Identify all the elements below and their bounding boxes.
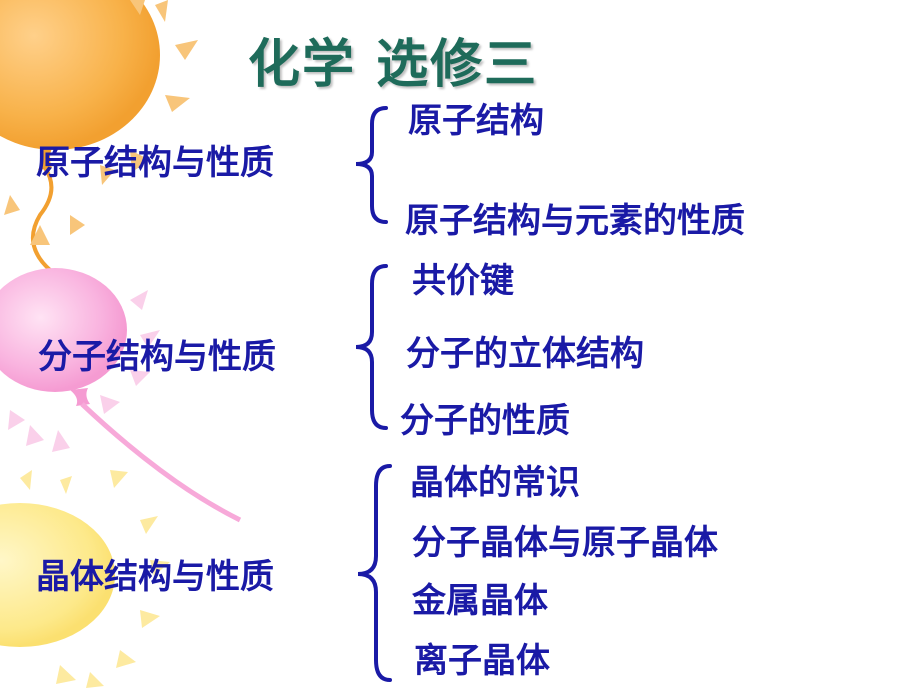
orange-balloon [0,0,198,272]
section-label-molecular-structure: 分子结构与性质 [38,337,276,377]
item-covalent-bond: 共价键 [412,261,514,301]
item-molecular-properties: 分子的性质 [400,401,570,441]
left-brace [355,264,388,430]
item-molecular-3d-structure: 分子的立体结构 [406,334,644,374]
item-atomic-structure: 原子结构 [408,101,544,141]
pink-balloon [0,268,242,523]
item-molecular-and-atomic-crystals: 分子晶体与原子晶体 [412,523,718,563]
section-label-crystal-structure: 晶体结构与性质 [36,557,274,597]
item-crystal-basics: 晶体的常识 [410,463,580,503]
item-metallic-crystals: 金属晶体 [412,581,548,621]
item-ionic-crystals: 离子晶体 [414,641,550,681]
section-label-atomic-structure: 原子结构与性质 [36,143,274,183]
page-title: 化学 选修三 [248,35,539,95]
left-brace [357,464,392,682]
item-atomic-structure-and-element-properties: 原子结构与元素的性质 [405,201,745,241]
yellow-balloon [0,470,170,688]
left-brace [355,106,388,224]
